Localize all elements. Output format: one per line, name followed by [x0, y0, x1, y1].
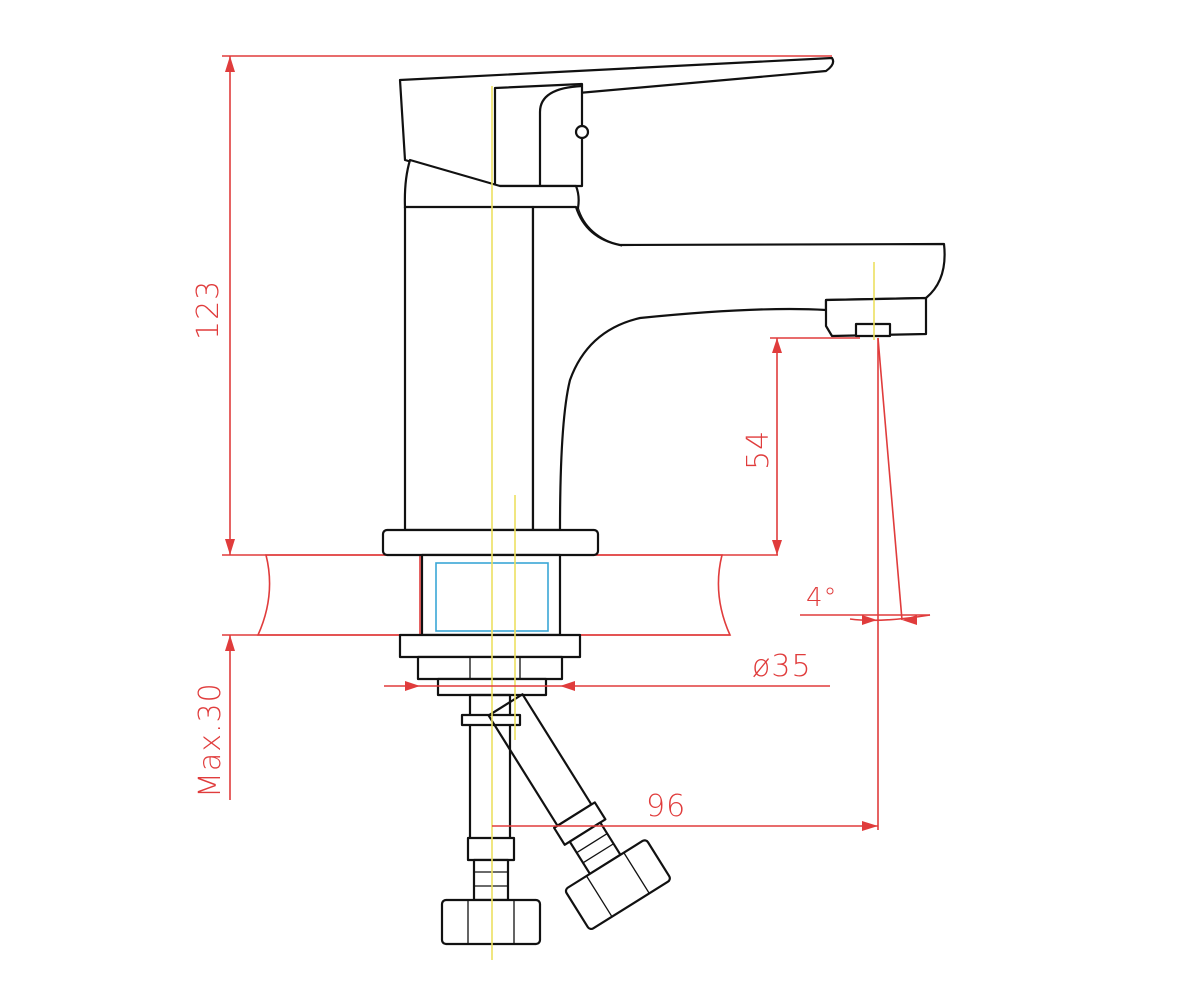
- base-flange: [381, 528, 600, 557]
- spout-angle-label: 4°: [806, 583, 838, 613]
- deck-thickness-label: Max.30: [193, 682, 228, 798]
- dimension-labels: 123 54 4° ø35 Max.30 96: [191, 280, 838, 824]
- spout-height-dimension: [770, 337, 860, 555]
- spout: [531, 205, 946, 532]
- hole-diameter-dimension: [384, 681, 830, 691]
- supply-hoses: [440, 693, 671, 946]
- hex-nut-right: [564, 839, 671, 931]
- hex-nut-left: [440, 898, 542, 946]
- lever-handle: [398, 56, 835, 190]
- spout-angle-dimension: [800, 337, 931, 625]
- backing-plate: [398, 633, 582, 659]
- cartridge-head: [493, 82, 584, 188]
- handle-screw: [574, 124, 590, 140]
- mounting-hardware: [398, 553, 582, 697]
- centerlines: [491, 86, 875, 960]
- body-column: [403, 205, 535, 532]
- dimension-lines: [222, 55, 931, 831]
- faucet-body: [381, 56, 946, 557]
- spout-reach-label: 96: [646, 789, 686, 824]
- spout-height-label: 54: [741, 430, 776, 470]
- mounting-hole-label: ø35: [752, 649, 812, 684]
- deck-thickness-dimension: [225, 635, 235, 800]
- overall-height-dimension: [222, 55, 832, 555]
- spout-reach-dimension: [492, 338, 879, 831]
- overall-height-label: 123: [191, 280, 226, 340]
